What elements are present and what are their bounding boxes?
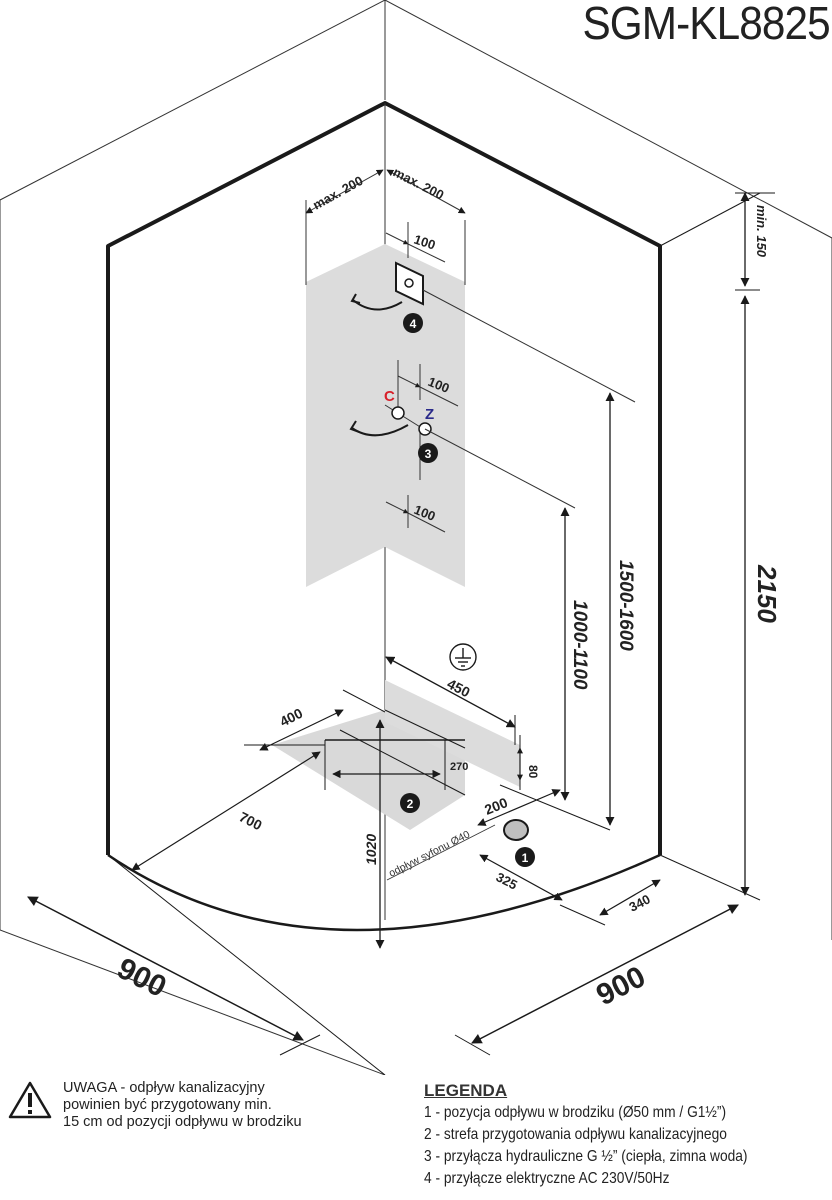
svg-text:3: 3 (425, 447, 432, 461)
dim-700: 700 (237, 808, 265, 833)
syphon-label: odpływ syfonu Ø40 (387, 828, 472, 879)
water-connections (349, 404, 576, 509)
dim-2150: 2150 (752, 564, 782, 623)
warning-line-1: UWAGA - odpływ kanalizacyjny (63, 1080, 265, 1096)
dim-1020: 1020 (363, 834, 379, 865)
dim-min-150: min. 150 (754, 205, 769, 258)
electric-outlet-icon (350, 261, 636, 403)
base-dims (27, 896, 739, 1056)
model-title: SGM-KL8825 (582, 0, 831, 49)
legend: LEGENDA 1 - pozycja odpływu w brodziku (… (424, 1080, 832, 1190)
hot-water-connector (391, 406, 405, 420)
installation-diagram: max. 200 max. 200 100 100 100 4 C (0, 0, 832, 1075)
wall-connection-zone (306, 244, 465, 587)
warning-block: UWAGA - odpływ kanalizacyjny powinien by… (8, 1080, 408, 1130)
legend-title: LEGENDA (424, 1081, 508, 1100)
warning-line-2: powinien być przygotowany min. (63, 1097, 272, 1113)
max-200-dims (305, 169, 466, 285)
dim-100-top: 100 (412, 232, 437, 253)
legend-item: 4 - przyłącze elektryczne AC 230V/50Hz (424, 1170, 670, 1187)
dim-700-line (131, 751, 321, 871)
warning-text: UWAGA - odpływ kanalizacyjny powinien by… (63, 1080, 302, 1131)
dims-100 (385, 222, 459, 533)
dim-200-line (477, 789, 561, 826)
dim-900-left: 900 (112, 952, 172, 1004)
dim-400: 400 (277, 705, 305, 730)
syphon-leader (386, 824, 496, 881)
marker-4: 4 (403, 313, 423, 333)
marker-2: 2 (400, 793, 420, 813)
dim-1500-1600: 1500-1600 (615, 560, 636, 651)
dim-200: 200 (482, 794, 510, 818)
dim-325: 325 (494, 869, 520, 892)
legend-item: 3 - przyłącza hydrauliczne G ½” (ciepła,… (424, 1148, 748, 1165)
dim-450: 450 (445, 675, 473, 700)
dim-340: 340 (627, 891, 653, 914)
svg-text:4: 4 (410, 317, 417, 331)
cold-label: Z (425, 406, 434, 423)
dim-450-line (385, 656, 516, 745)
hot-label: C (384, 388, 395, 405)
marker-1: 1 (515, 847, 535, 867)
svg-text:2: 2 (407, 797, 414, 811)
dim-900-right: 900 (591, 960, 651, 1012)
legend-item: 1 - pozycja odpływu w brodziku (Ø50 mm /… (424, 1104, 727, 1121)
dim-max-left: max. 200 (310, 173, 365, 213)
dim-80: 80 (526, 765, 540, 779)
dim-max-right: max. 200 (391, 164, 447, 202)
svg-text:1: 1 (522, 851, 529, 865)
dim-270: 270 (450, 761, 468, 773)
drain-icon (503, 819, 529, 841)
drain-zone-dims (244, 689, 523, 796)
warning-icon (8, 1081, 52, 1119)
height-dims (499, 192, 775, 901)
legend-item: 2 - strefa przygotowania odpływu kanaliz… (424, 1126, 727, 1143)
dim-1000-1100: 1000-1100 (569, 600, 590, 690)
ground-icon (449, 643, 477, 671)
marker-3: 3 (418, 443, 438, 463)
warning-line-3: 15 cm od pozycji odpływu w brodziku (63, 1114, 302, 1130)
